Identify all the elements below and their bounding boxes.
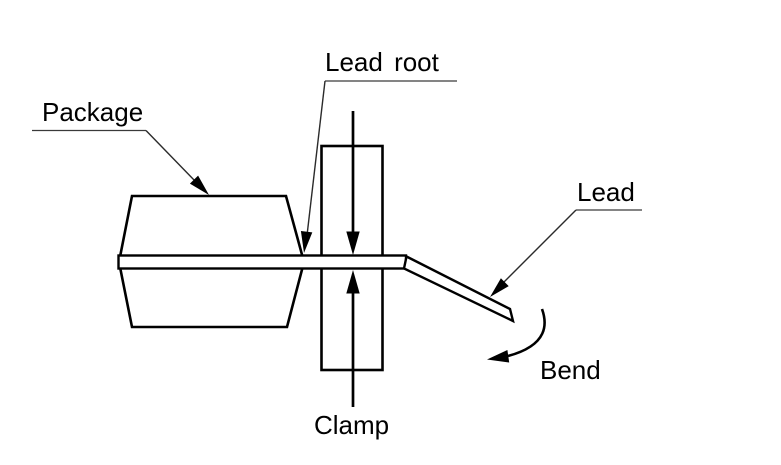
bend-arrowhead-icon <box>487 350 510 363</box>
lead-root-leader-line <box>305 80 326 245</box>
lead-label: Lead <box>577 177 635 207</box>
lead-leader-arrowhead-icon <box>490 278 509 297</box>
lead-horizontal <box>117 254 408 270</box>
package-leader-line <box>145 130 196 182</box>
lead-root-leader-arrowhead-icon <box>300 231 313 253</box>
bend-arc <box>507 308 546 358</box>
bend-label: Bend <box>540 355 601 385</box>
clamp-arrow-down-icon <box>346 231 360 255</box>
package-label: Package <box>42 97 143 127</box>
package-leader-arrowhead-icon <box>189 175 209 195</box>
clamp-label: Clamp <box>314 410 389 440</box>
lead-leader-line <box>497 209 577 289</box>
clamp-arrow-up-icon <box>346 270 360 294</box>
lead-bent-segment <box>402 254 515 324</box>
lead-root-label: Lead root <box>325 47 440 77</box>
